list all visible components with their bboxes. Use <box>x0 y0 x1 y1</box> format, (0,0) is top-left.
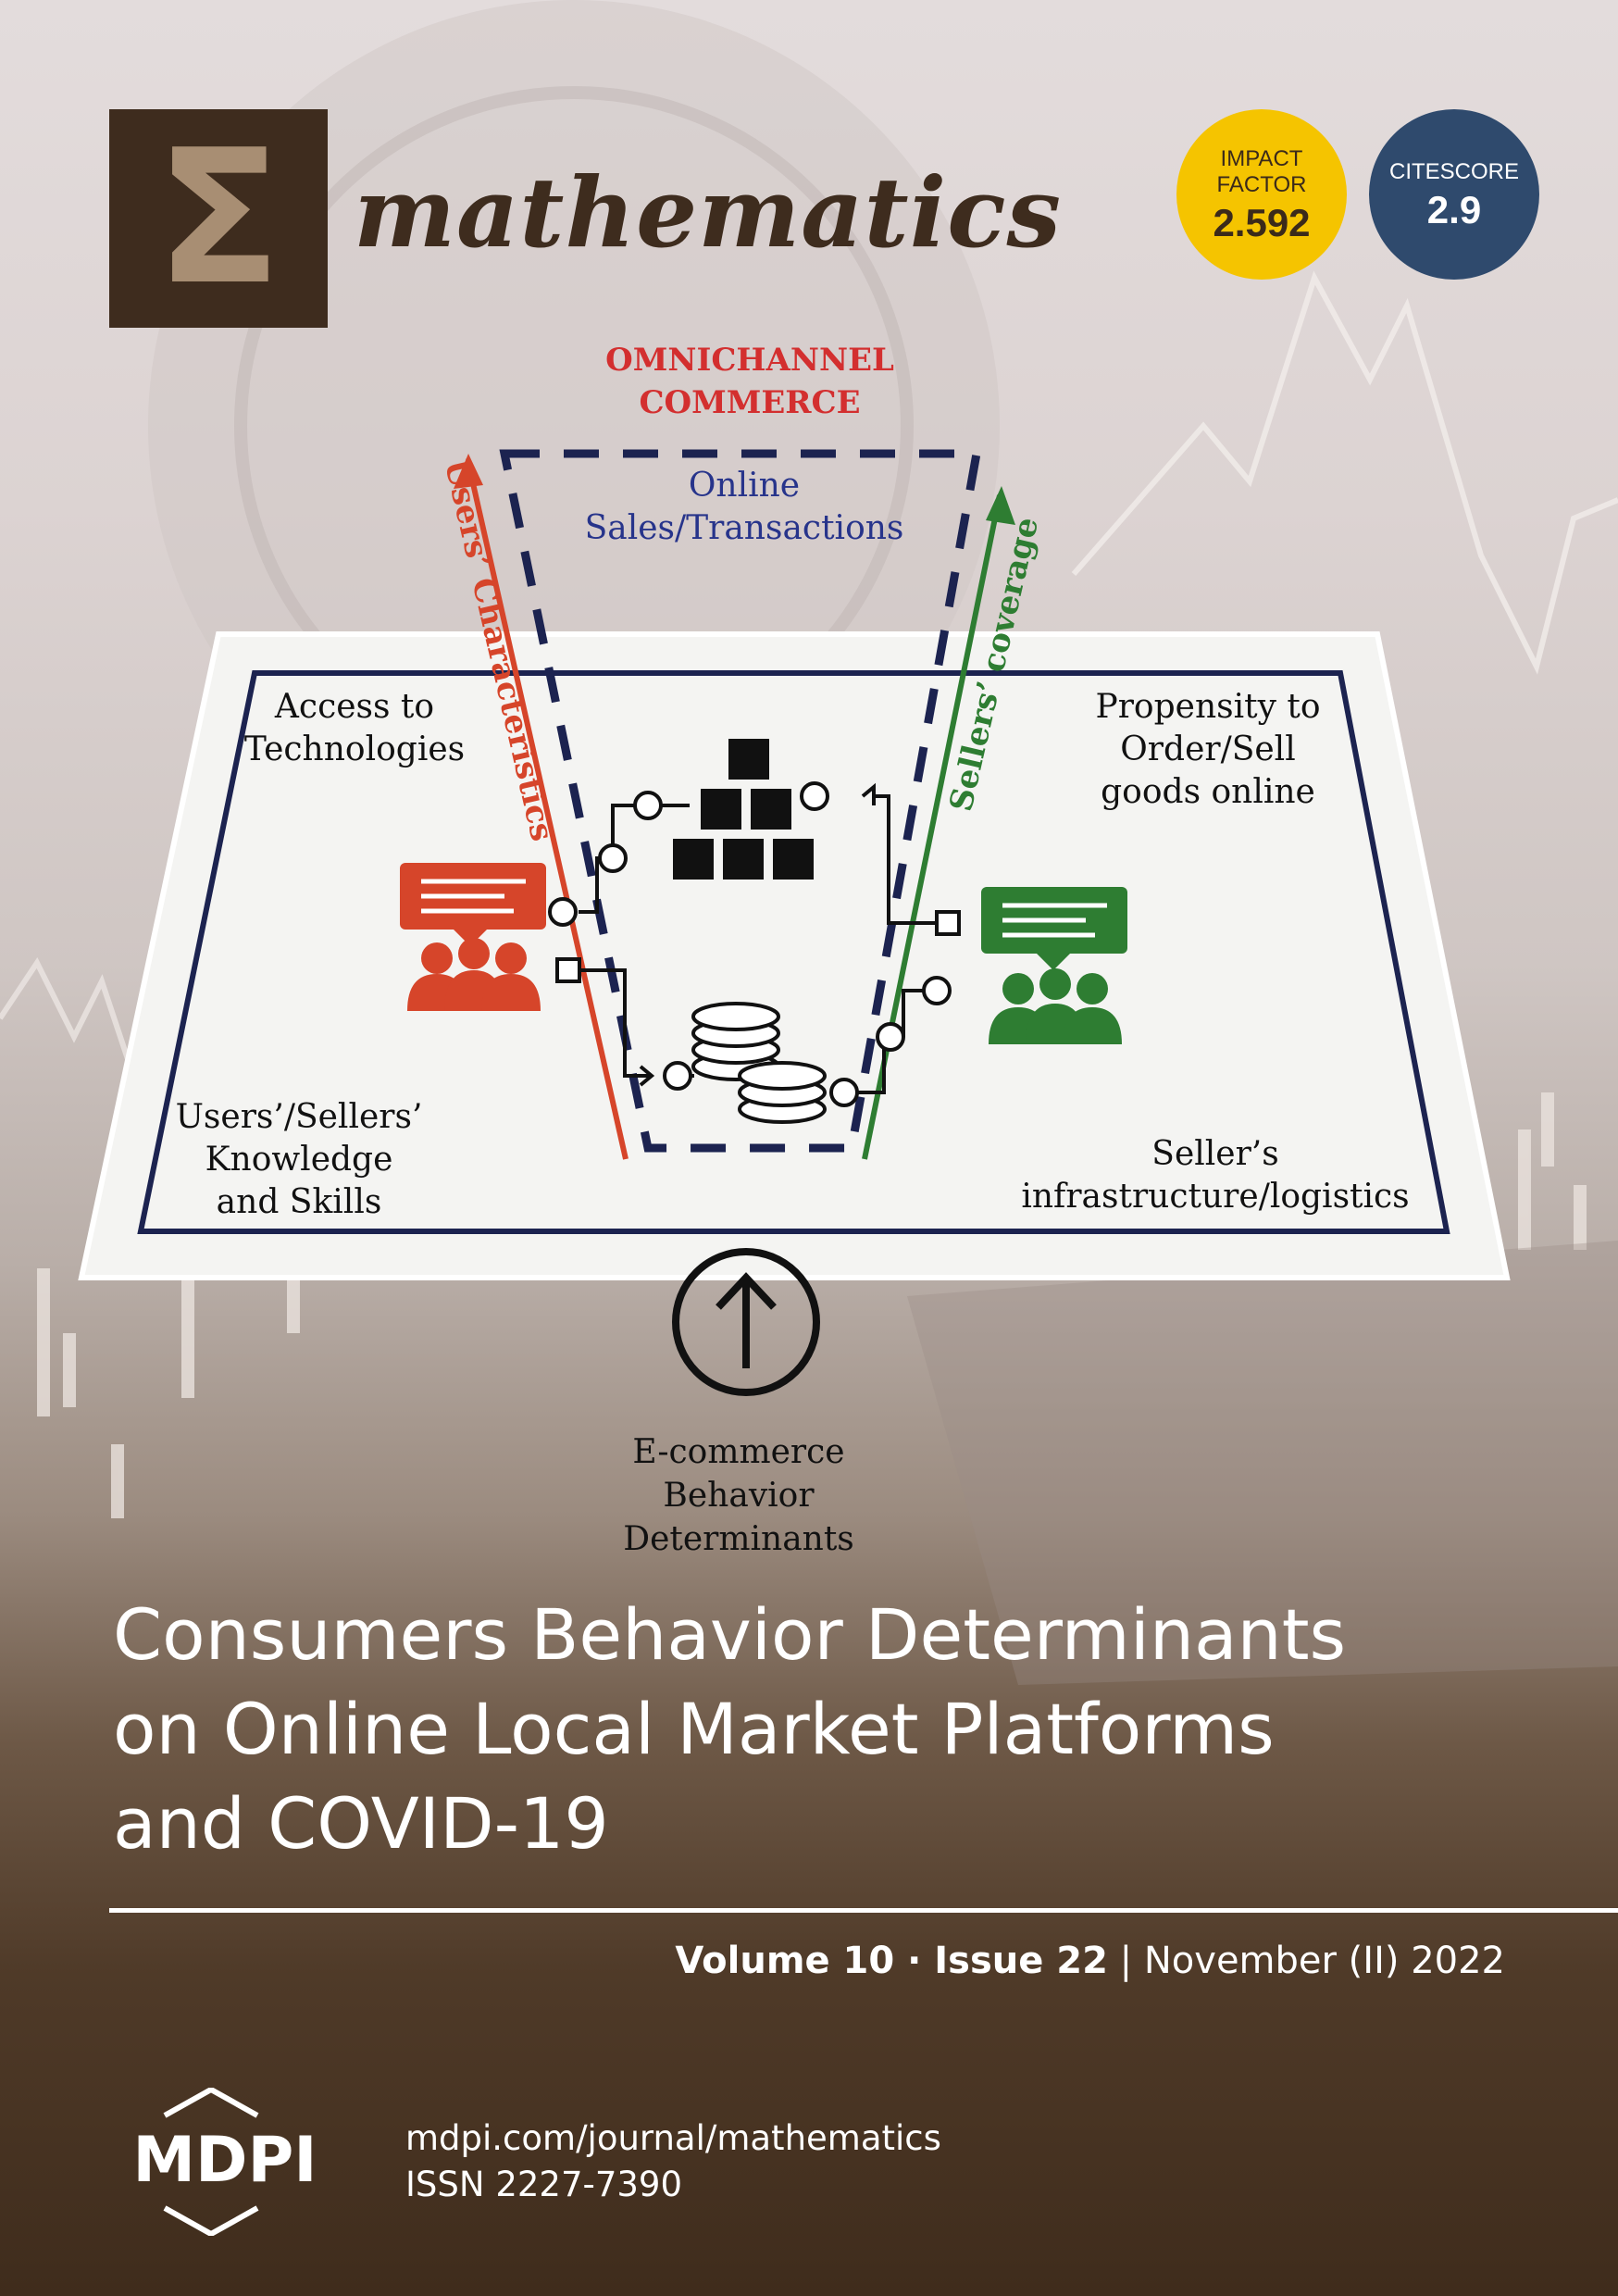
infrastructure-line1: Seller’s <box>1151 1135 1278 1173</box>
article-title: Consumers Behavior Determinants on Onlin… <box>113 1588 1501 1871</box>
title-divider <box>109 1908 1618 1913</box>
impact-factor-label-line1: IMPACT <box>1220 146 1303 171</box>
determinants-line1: E-commerce <box>632 1433 844 1471</box>
issn: ISSN 2227-7390 <box>405 2165 682 2204</box>
date-divider: | <box>1107 1940 1144 1982</box>
journal-url[interactable]: mdpi.com/journal/mathematics <box>405 2118 941 2158</box>
citescore-value: 2.9 <box>1426 188 1482 231</box>
determinants-line2: Behavior <box>663 1477 815 1515</box>
access-technologies-line2: Technologies <box>244 730 465 768</box>
infrastructure-line2: infrastructure/logistics <box>1021 1178 1409 1216</box>
mdpi-logo-hexagon <box>163 2088 259 2236</box>
article-title-line3: and COVID-19 <box>113 1782 609 1865</box>
sellers-message-lines <box>1002 903 1107 938</box>
journal-name: mathematics <box>354 156 1063 269</box>
knowledge-skills-line3: and Skills <box>217 1183 382 1221</box>
stock-line-decoration <box>1071 270 1618 675</box>
issue-number: Issue 22 <box>934 1940 1108 1982</box>
article-title-line1: Consumers Behavior Determinants <box>113 1593 1347 1676</box>
knowledge-skills-line2: Knowledge <box>205 1141 393 1179</box>
determinants-arrow-circle <box>672 1248 820 1396</box>
boxes-icon <box>673 739 814 880</box>
issue-separator: · <box>894 1940 935 1982</box>
propensity-line3: goods online <box>1101 773 1315 811</box>
propensity-line1: Propensity to <box>1095 688 1320 726</box>
journal-url-block: mdpi.com/journal/mathematics ISSN 2227-7… <box>405 2115 941 2208</box>
online-sales-funnel <box>499 449 982 1153</box>
impact-factor-value: 2.592 <box>1213 201 1311 244</box>
coins-icon <box>691 1002 827 1124</box>
up-arrow-icon <box>716 1272 777 1368</box>
online-sales-line2: Sales/Transactions <box>585 509 904 547</box>
citescore-label: CITESCORE <box>1388 159 1519 184</box>
journal-logo-sigma: Σ <box>109 109 328 328</box>
flow-connectors <box>548 781 961 1107</box>
issue-date: November (II) 2022 <box>1143 1940 1505 1982</box>
impact-factor-label-line2: FACTOR <box>1216 172 1307 197</box>
omnichannel-label-line2: COMMERCE <box>639 384 860 421</box>
propensity-line2: Order/Sell <box>1120 730 1295 768</box>
issue-info: Volume 10 · Issue 22 | November (II) 202… <box>675 1940 1505 1982</box>
keyboard-decoration <box>907 1241 1618 1685</box>
users-characteristics-arrow <box>466 462 629 1160</box>
knowledge-skills-line1: Users’/Sellers’ <box>176 1098 423 1136</box>
access-technologies-line1: Access to <box>274 688 434 726</box>
sigma-icon: Σ <box>155 110 282 326</box>
sellers-arrow-head <box>986 486 1015 525</box>
volume-label: Volume 10 <box>675 1940 895 1982</box>
mdpi-logo: MDPI <box>132 2088 317 2236</box>
article-title-line2: on Online Local Market Platforms <box>113 1688 1275 1770</box>
online-sales-line1: Online <box>689 467 800 505</box>
mdpi-logo-text: MDPI <box>132 2124 317 2197</box>
candlestick-decoration <box>37 1092 1587 1518</box>
determinants-line3: Determinants <box>623 1520 854 1558</box>
diagram-card <box>78 631 1511 1280</box>
omnichannel-label-line1: OMNICHANNEL <box>605 342 894 379</box>
users-arrow-head <box>454 454 483 489</box>
impact-factor-badge: IMPACT FACTOR 2.592 <box>1176 109 1347 280</box>
diagram-frame <box>137 670 1450 1234</box>
citescore-badge: CITESCORE 2.9 <box>1369 109 1539 280</box>
users-message-lines <box>421 879 526 914</box>
